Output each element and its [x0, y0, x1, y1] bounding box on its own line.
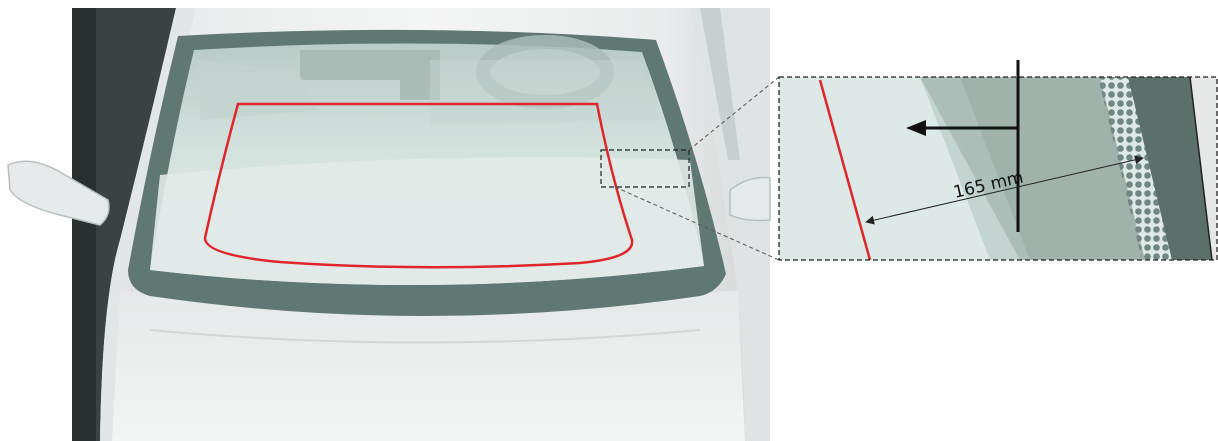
detail-view: 165 mm [779, 77, 1217, 260]
measurement-dimension-line [865, 155, 1144, 225]
detail-boundary-line [818, 79, 872, 260]
windshield [128, 29, 726, 316]
direction-arrow-head [906, 120, 926, 136]
leader-line-top [688, 76, 780, 151]
leader-line-bottom [614, 186, 780, 261]
detail-frame [778, 76, 1218, 261]
camera-field-boundary [203, 102, 634, 269]
zoom-region [600, 149, 690, 188]
